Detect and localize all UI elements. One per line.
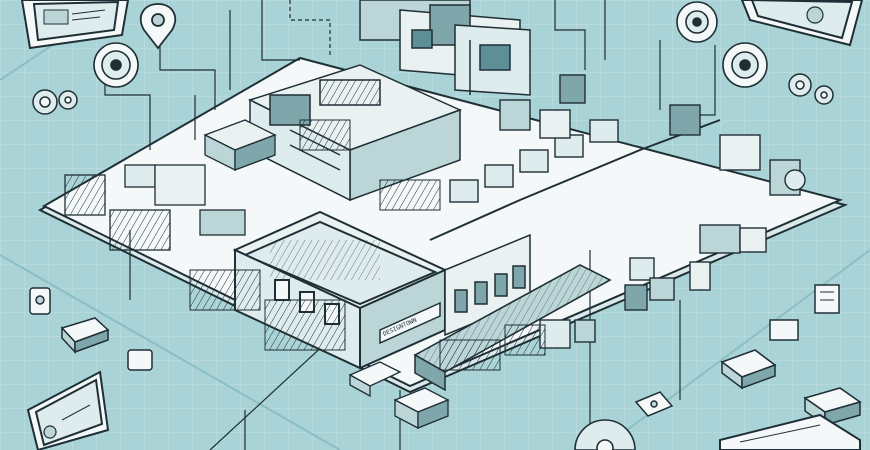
monitor-icon: [20, 0, 130, 50]
gear-icon: [788, 73, 834, 105]
package-icon: [803, 387, 862, 427]
laptop-icon: [26, 370, 110, 450]
package-icon: [720, 349, 777, 390]
factory-hall: [248, 64, 462, 202]
laptop-icon: [719, 413, 861, 450]
gear-icon: [574, 419, 636, 450]
production-wing: [444, 233, 531, 337]
tablet-icon: [127, 349, 153, 371]
tablet-icon: [634, 391, 674, 417]
location-pin-icon: [139, 3, 177, 50]
monitor-icon: [769, 284, 840, 341]
pallet-stacks: [348, 361, 450, 430]
tablet-icon: [29, 287, 51, 315]
target-icon: [93, 42, 139, 88]
gear-icon: [32, 89, 78, 115]
target-icon: [722, 42, 768, 88]
left-workshops: [64, 119, 277, 251]
machinery-clusters: [189, 119, 546, 371]
building-north: [359, 0, 531, 96]
target-icon: [676, 1, 718, 43]
assembly-line: [429, 74, 721, 241]
right-equipment: [539, 104, 806, 349]
package-icon: [60, 317, 110, 354]
monitor-icon: [740, 0, 864, 47]
